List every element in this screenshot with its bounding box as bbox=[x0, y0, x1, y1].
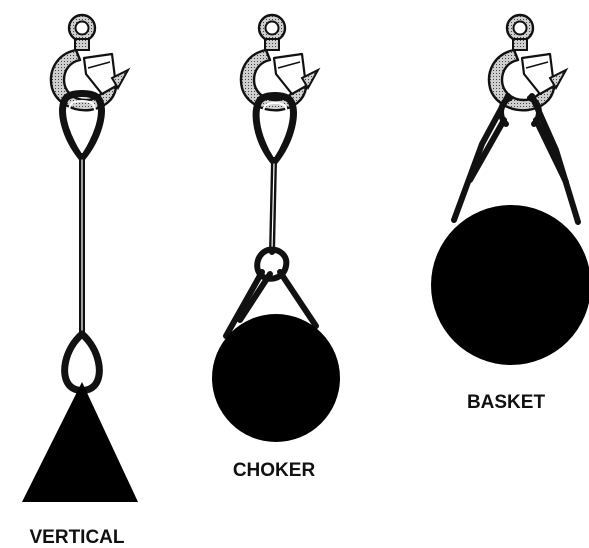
vertical-label: VERTICAL bbox=[30, 527, 125, 548]
sling-rope bbox=[63, 94, 102, 391]
crane-hook-icon bbox=[489, 15, 566, 110]
sling-rope bbox=[454, 96, 578, 222]
triangular-load bbox=[22, 382, 138, 502]
sling-rope bbox=[226, 96, 316, 337]
round-load-choker bbox=[212, 314, 340, 442]
basket-label: BASKET bbox=[467, 392, 546, 413]
basket-hitch bbox=[431, 15, 589, 365]
vertical-hitch bbox=[22, 15, 138, 502]
round-load-basket bbox=[431, 205, 589, 365]
choker-hitch bbox=[212, 15, 340, 442]
choker-label: CHOKER bbox=[233, 460, 316, 481]
